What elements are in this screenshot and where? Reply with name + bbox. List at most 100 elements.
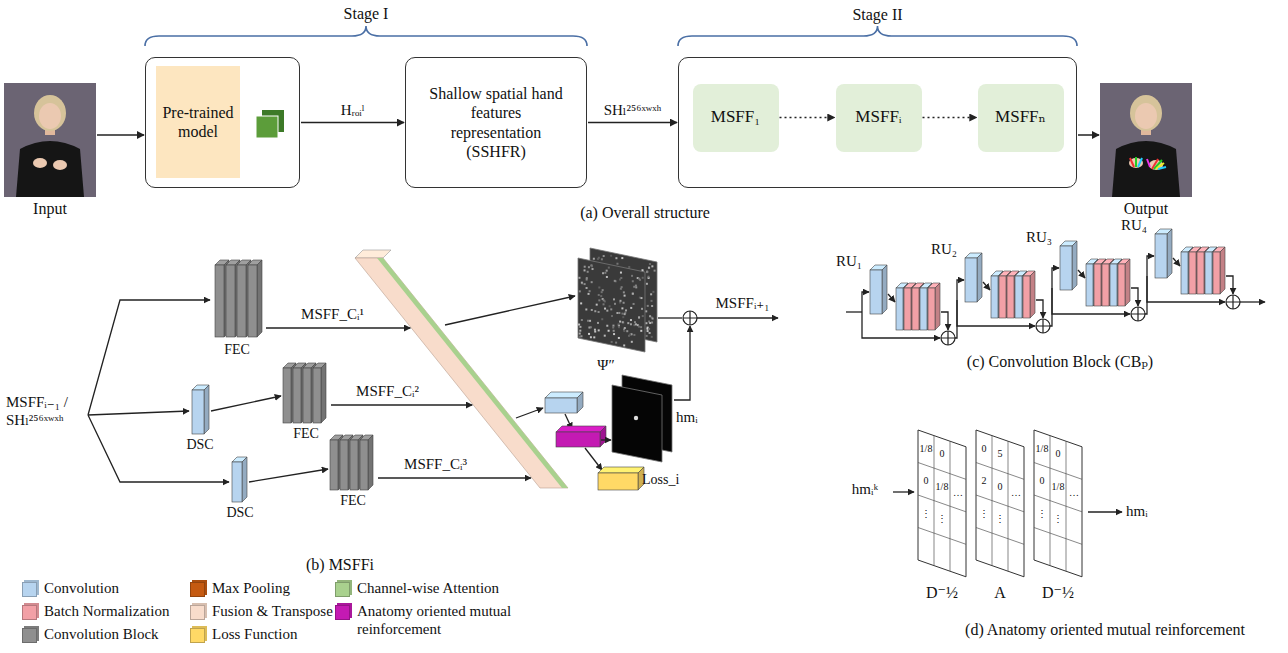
feature-texture [588,293,590,295]
plate-side [977,253,982,302]
block-wire [983,282,990,290]
matrix-grid [976,528,1024,545]
feature-texture [620,277,622,279]
plate-front [1015,276,1022,318]
box-front [556,432,600,447]
residual-stack [1023,271,1035,318]
block-label: DSC [178,437,222,454]
signer-photo [1100,83,1192,197]
plate-front [1110,264,1117,306]
matrix-entry: 0 [972,443,996,455]
feature-texture [613,298,615,300]
sum-cross [1226,295,1240,309]
plate-front [1102,264,1109,306]
feature-texture [621,307,623,309]
fec-block [313,363,326,423]
feature-texture [581,319,583,321]
feature-texture [581,283,583,285]
feature-texture [578,277,580,279]
feature-label: Ψ″ [588,356,624,374]
branch-wire [211,396,281,411]
heatmap-stack [612,385,662,462]
plate-front [226,265,235,337]
matrix-entry: … [1062,487,1086,499]
plate-front [904,288,911,330]
matrix-entry: 0 [914,475,938,487]
matrix-entry: 1/8 [930,481,954,493]
node-text: MSFF₁ [711,107,760,127]
feature-texture [598,286,600,288]
feature-texture [604,308,606,310]
feature-texture [631,275,633,277]
feature-texture [586,287,588,289]
plate-front [248,265,257,337]
feature-texture [651,305,653,307]
msff-box: MSFFₙ [978,84,1064,152]
feature-texture [601,318,603,320]
feature-texture [592,268,594,270]
feature-texture [647,330,649,332]
feature-texture [645,310,647,312]
legend-swatch [22,605,37,620]
residual-stack [1213,247,1225,294]
feature-texture [632,293,634,295]
block-wire [1131,288,1138,306]
feature-texture [579,333,581,335]
feature-texture [589,320,591,322]
feature-texture [631,341,633,343]
plate-front [293,368,301,423]
node-text: Output [1124,199,1168,218]
feature-texture [612,327,614,329]
feature-texture [630,323,632,325]
feature-texture [579,326,581,328]
plate-front [928,288,935,330]
block-wire [1052,268,1059,288]
feature-texture [623,344,625,346]
stage-brace [145,26,587,46]
sum-cross [1036,319,1050,333]
fusion-bar [355,258,568,488]
box-side [600,426,606,447]
feature-texture [598,329,600,331]
plate-front [1189,252,1196,294]
feature-wire [585,448,602,470]
node-text: Shallow spatial hand features representa… [428,84,564,161]
sum-symbol [1036,319,1050,333]
feature-texture [591,281,593,283]
hand-keypoint-bone [1135,157,1137,167]
plate-front [1086,264,1093,306]
channel-attention-stripe [377,258,568,488]
feature-texture [613,330,615,332]
feature-texture [646,335,648,337]
feature-texture [588,333,590,335]
plate-front [965,258,977,302]
block-wire [1173,258,1180,266]
plate-side [321,363,326,423]
plate-front [232,462,242,502]
feature-texture [628,266,630,268]
plate-side [935,283,940,330]
feature-texture [641,269,643,271]
plate-front [920,288,927,330]
signer-body [1112,141,1180,197]
feature-texture [604,335,606,337]
feature-texture [647,276,649,278]
plate-front [896,288,903,330]
feature-texture [587,271,589,273]
feature-texture [649,263,651,265]
feature-texture [610,308,612,310]
plate-side [1220,247,1225,294]
output-wire [1088,511,1122,512]
convolution-plate [1155,229,1172,278]
branch-wire [88,300,210,415]
input-label: MSFFᵢ₋₁ / SHₗ²⁵⁶ˣʷˣʰ [6,393,86,429]
feature-texture [587,320,589,322]
feature-texture [609,305,611,307]
feature-texture [579,290,581,292]
plate-front [1205,252,1212,294]
branch-wire [88,411,189,415]
feature-texture [623,302,625,304]
feature-label: MSFF_Cᵢ¹ [285,305,380,323]
node-text: MSFFₙ [995,107,1046,127]
feature-texture [630,319,632,321]
